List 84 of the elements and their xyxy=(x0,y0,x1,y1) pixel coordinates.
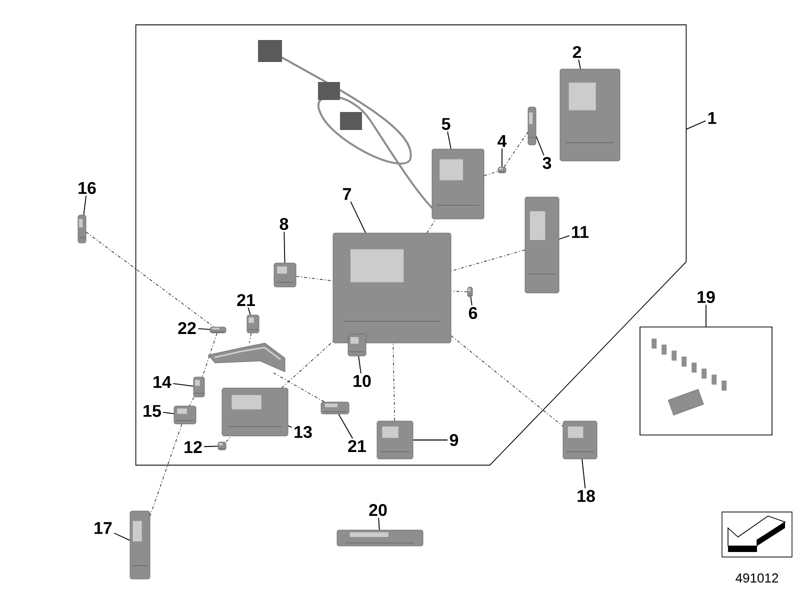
leader-line xyxy=(338,414,354,439)
assembly-line xyxy=(426,218,436,234)
leader-line xyxy=(582,458,586,489)
callout-number: 10 xyxy=(354,374,371,388)
leader-line xyxy=(350,201,366,234)
frame-outline xyxy=(135,24,687,466)
leader-line xyxy=(558,235,570,240)
part-drawing xyxy=(130,510,150,580)
leader-line xyxy=(162,412,174,414)
callout-number: 12 xyxy=(184,441,202,453)
leader-line xyxy=(358,356,362,374)
assembly-line xyxy=(202,332,218,378)
callout-number: 7 xyxy=(343,188,351,200)
assembly-line xyxy=(281,341,334,388)
callout-number: 21 xyxy=(237,294,255,306)
assembly-line xyxy=(86,232,214,328)
part-drawing xyxy=(78,214,86,244)
leader-line xyxy=(198,328,210,330)
assembly-line xyxy=(392,342,395,422)
leader-line xyxy=(686,120,706,130)
part-drawing xyxy=(320,402,350,414)
callout-number: 21 xyxy=(348,440,366,452)
callout-number: 17 xyxy=(94,522,112,534)
leader-line xyxy=(284,231,286,264)
part-drawing xyxy=(562,420,598,460)
callout-number: 20 xyxy=(369,504,387,516)
part-drawing xyxy=(246,314,260,334)
assembly-line xyxy=(296,276,334,282)
assembly-line xyxy=(504,132,528,168)
part-drawing xyxy=(348,334,366,356)
leader-line xyxy=(172,383,194,387)
leader-line xyxy=(578,59,581,70)
assembly-line xyxy=(450,290,468,292)
leader-line xyxy=(114,532,130,541)
callout-number: 5 xyxy=(442,118,450,130)
assembly-line xyxy=(150,424,182,516)
part-drawing xyxy=(560,68,620,162)
part-drawing xyxy=(467,286,473,298)
callout-number: 9 xyxy=(450,434,458,446)
part-drawing xyxy=(174,406,196,424)
part-drawing xyxy=(332,232,452,344)
leader-line xyxy=(470,296,472,306)
callout-number: 16 xyxy=(78,182,96,194)
leader-line xyxy=(378,517,380,530)
callout-number: 18 xyxy=(578,490,595,502)
arm-drawing xyxy=(208,342,286,372)
part-drawing xyxy=(376,420,414,460)
part-drawing xyxy=(498,166,506,174)
assembly-line xyxy=(249,332,252,344)
part-drawing xyxy=(218,442,226,450)
leader-line xyxy=(447,131,452,150)
leader-line xyxy=(536,136,544,156)
assembly-line xyxy=(272,372,324,402)
part-drawing xyxy=(336,530,424,546)
part-drawing xyxy=(222,388,288,436)
assembly-line xyxy=(450,336,564,426)
leader-line xyxy=(248,307,251,316)
part-drawing xyxy=(210,326,226,334)
part-drawing xyxy=(432,148,484,220)
kit-box xyxy=(640,326,772,436)
callout-number: 1 xyxy=(708,112,716,124)
callout-number: 14 xyxy=(154,376,172,388)
assembly-line xyxy=(226,436,232,442)
callout-number: 2 xyxy=(572,46,582,58)
drawing-number: 491012 xyxy=(736,573,778,583)
assembly-line xyxy=(189,396,194,406)
part-drawing xyxy=(528,106,536,146)
callout-number: 15 xyxy=(144,405,161,417)
part-drawing xyxy=(193,376,205,398)
part-drawing xyxy=(524,196,560,294)
leader-line xyxy=(204,446,218,448)
callout-number: 3 xyxy=(542,156,552,170)
callout-number: 4 xyxy=(498,135,507,147)
leader-line xyxy=(288,425,292,428)
leader-line xyxy=(83,195,86,216)
callout-number: 13 xyxy=(294,426,312,438)
assembly-line xyxy=(484,171,498,176)
callout-number: 22 xyxy=(178,322,196,334)
callout-number: 6 xyxy=(468,306,478,320)
part-drawing xyxy=(274,262,296,288)
callout-number: 8 xyxy=(280,218,288,230)
assembly-line xyxy=(450,250,526,272)
callout-number: 11 xyxy=(572,226,589,238)
callout-number: 19 xyxy=(698,290,715,304)
